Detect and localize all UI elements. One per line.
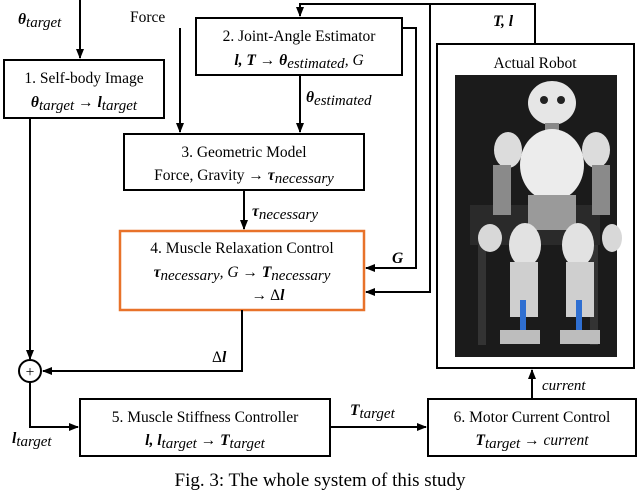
delta-l-arrow	[42, 310, 243, 375]
theta-estimated-label: θestimated	[306, 89, 372, 109]
current-label: current	[542, 378, 586, 394]
force-input-label: Force	[130, 9, 165, 26]
robot-l-to-relax-arrow	[365, 4, 431, 296]
muscle-stiffness-box: 5. Muscle Stiffness Controller l, ltarge…	[79, 398, 331, 457]
sum-to-stiffness-arrow	[29, 382, 79, 431]
motor-current-title: 6. Motor Current Control	[454, 409, 611, 426]
joint-angle-estimator-title: 2. Joint-Angle Estimator	[223, 28, 377, 45]
self-body-image-title: 1. Self-body Image	[24, 70, 143, 87]
self-body-image-formula: θtarget → ltarget	[31, 94, 138, 114]
T-target-label: Ttarget	[350, 402, 396, 422]
delta-l-label: Δl	[212, 349, 227, 366]
robot-photo	[455, 75, 622, 357]
actual-robot-title: Actual Robot	[493, 55, 577, 72]
muscle-relaxation-formula-2: → Δl	[252, 287, 286, 304]
geometric-model-title: 3. Geometric Model	[181, 144, 306, 161]
G-label: G	[392, 250, 404, 267]
muscle-relaxation-box: 4. Muscle Relaxation Control τnecessary,…	[118, 229, 366, 312]
joint-angle-estimator-formula: l, T → θestimated, G	[234, 52, 363, 72]
theta-target-input: θtarget	[18, 11, 62, 31]
l-target-label: ltarget	[12, 430, 52, 450]
motor-current-box: 6. Motor Current Control Ttarget → curre…	[427, 398, 637, 457]
motor-current-formula: Ttarget → current	[475, 432, 589, 452]
T-l-label: T, l	[493, 13, 514, 30]
tau-necessary-label: τnecessary	[252, 203, 318, 223]
muscle-relaxation-formula-1: τnecessary, G → Tnecessary	[154, 264, 331, 284]
figure-caption: Fig. 3: The whole system of this study	[175, 470, 466, 491]
joint-angle-estimator-box: 2. Joint-Angle Estimator l, T → θestimat…	[195, 17, 403, 76]
sum-node: +	[18, 359, 42, 383]
muscle-relaxation-title: 4. Muscle Relaxation Control	[150, 240, 333, 257]
muscle-stiffness-title: 5. Muscle Stiffness Controller	[112, 409, 299, 426]
G-arrow	[365, 27, 417, 272]
geometric-model-box: 3. Geometric Model Force, Gravity → τnec…	[123, 133, 365, 191]
actual-robot-box: Actual Robot	[436, 43, 635, 369]
geometric-model-formula: Force, Gravity → τnecessary	[154, 167, 334, 187]
self-body-image-box: 1. Self-body Image θtarget → ltarget	[3, 59, 165, 119]
svg-text:+: +	[26, 364, 35, 381]
muscle-stiffness-formula: l, ltarget → Ttarget	[145, 432, 265, 452]
robot-to-estimator-arrow	[296, 3, 536, 44]
